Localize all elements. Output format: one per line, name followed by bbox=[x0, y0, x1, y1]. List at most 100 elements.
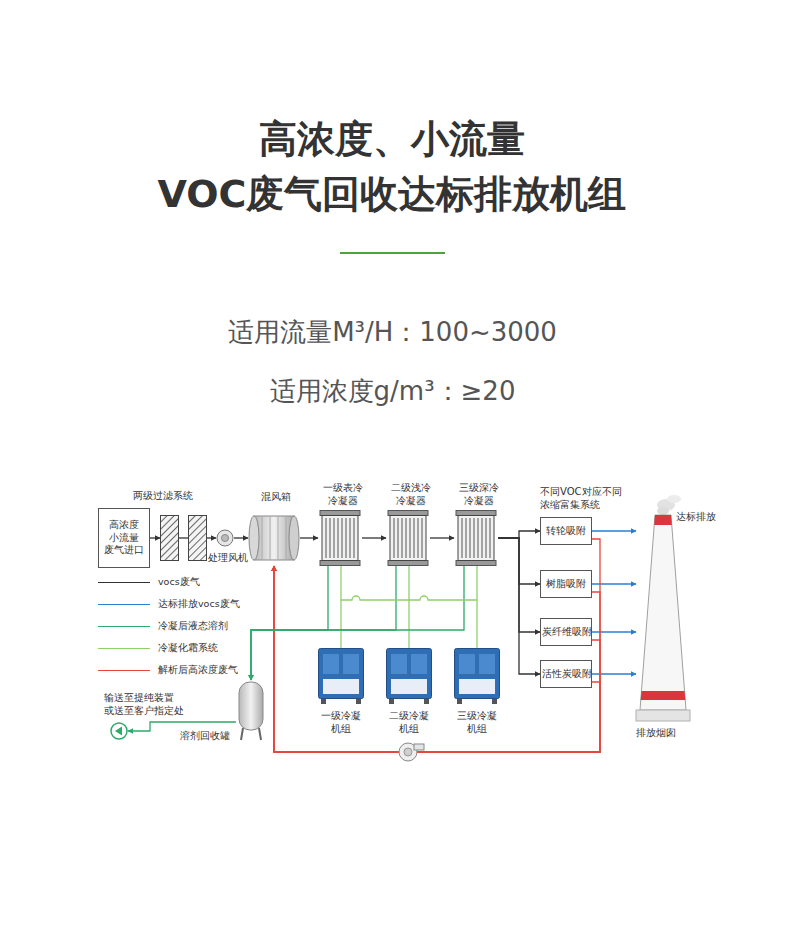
flow-connector bbox=[128, 722, 236, 731]
node-text: 二级冷凝 机组 bbox=[384, 710, 434, 735]
shape-part bbox=[249, 516, 259, 560]
adsorber-box: 炭纤维吸附 bbox=[540, 618, 592, 646]
flow-connector bbox=[251, 566, 328, 680]
shape-part bbox=[490, 518, 491, 558]
node-text: 达标排放 bbox=[676, 511, 720, 524]
shape-part bbox=[319, 649, 364, 699]
condenser: 一级表冷 冷凝器 bbox=[315, 482, 370, 568]
cond-symbol bbox=[386, 510, 430, 566]
spec-line: 适用浓度g/m³：≥20 bbox=[0, 375, 785, 408]
flow-connector bbox=[207, 537, 216, 538]
chiller-symbol bbox=[386, 648, 432, 704]
shape-part bbox=[462, 518, 463, 558]
flow-connector bbox=[592, 530, 636, 531]
shape-part bbox=[343, 654, 359, 674]
shape-part bbox=[241, 728, 243, 740]
inlet-box: 高浓度 小流量 废气进口 bbox=[98, 508, 150, 568]
flow-connector bbox=[592, 673, 636, 674]
legend-text: vocs废气 bbox=[158, 576, 200, 588]
shape-part bbox=[406, 518, 407, 558]
node-text: 活性炭吸附 bbox=[542, 668, 590, 681]
flow-connector bbox=[476, 566, 477, 648]
shape-part bbox=[110, 722, 128, 740]
flow-connector bbox=[234, 537, 248, 538]
shape-part bbox=[318, 510, 362, 566]
shape-part bbox=[390, 516, 426, 561]
flow-connector bbox=[274, 539, 600, 752]
accent-rule bbox=[340, 252, 445, 254]
shape-part bbox=[667, 495, 681, 503]
shape-part bbox=[326, 518, 327, 558]
chiller-symbol bbox=[318, 648, 364, 704]
adsorber-box: 转轮吸附 bbox=[540, 517, 592, 545]
shape-part bbox=[179, 537, 189, 538]
pump-symbol bbox=[110, 722, 128, 740]
shape-part bbox=[398, 518, 399, 558]
cond-symbol bbox=[318, 510, 362, 566]
flow-connector bbox=[498, 538, 540, 674]
fan-symbol bbox=[216, 529, 234, 547]
solvent-tank: 溶剂回收罐 bbox=[180, 676, 270, 742]
filter-symbol bbox=[160, 515, 207, 561]
shape-part bbox=[654, 515, 672, 525]
shape-part bbox=[239, 682, 263, 730]
shape-part bbox=[414, 518, 415, 558]
shape-part bbox=[454, 648, 500, 704]
shape-part bbox=[338, 518, 339, 558]
blower-symbol bbox=[399, 743, 424, 761]
legend-line bbox=[98, 604, 150, 605]
shape-part bbox=[330, 518, 331, 558]
legend-text: 冷凝化霜系统 bbox=[158, 642, 218, 654]
shape-part bbox=[320, 511, 360, 516]
shape-part bbox=[422, 518, 423, 558]
chiller-unit: 一级冷凝 机组 bbox=[316, 648, 366, 742]
shape-part bbox=[248, 510, 300, 566]
page-title: 高浓度、小流量 VOC废气回收达标排放机组 bbox=[132, 112, 652, 222]
shape-part bbox=[334, 518, 335, 558]
shape-part bbox=[270, 516, 271, 560]
group-label: 不同VOC对应不同 浓缩富集系统 bbox=[540, 486, 640, 511]
shape-part bbox=[424, 699, 429, 704]
shape-part bbox=[216, 529, 234, 547]
shape-part bbox=[259, 728, 261, 740]
shape-part bbox=[388, 561, 428, 566]
shape-part bbox=[350, 518, 351, 558]
legend-row: vocs废气 bbox=[98, 576, 268, 590]
shape-part bbox=[492, 699, 497, 704]
flow-connector bbox=[340, 566, 341, 648]
shape-part bbox=[289, 516, 299, 560]
shape-part bbox=[455, 649, 500, 699]
flow-connector bbox=[498, 531, 540, 538]
shape-part bbox=[482, 518, 483, 558]
legend-line bbox=[98, 648, 150, 649]
shape-part bbox=[262, 516, 263, 560]
shape-part bbox=[346, 518, 347, 558]
shape-part bbox=[457, 699, 462, 704]
flow-connector bbox=[274, 566, 600, 752]
shape-part bbox=[389, 699, 394, 704]
shape-part bbox=[320, 561, 360, 566]
flow-connector bbox=[362, 537, 386, 538]
mixer-box: 混风箱 bbox=[246, 488, 306, 568]
shape-part bbox=[278, 516, 279, 560]
node-text: 排放烟囱 bbox=[636, 727, 696, 740]
shape-part bbox=[254, 516, 294, 560]
legend-text: 冷凝后液态溶剂 bbox=[158, 620, 228, 632]
flow-connector bbox=[300, 537, 318, 538]
flow-connector bbox=[251, 566, 396, 680]
shape-part bbox=[115, 727, 122, 736]
shape-part bbox=[410, 518, 411, 558]
node-text: 三级深冷 冷凝器 bbox=[451, 482, 506, 507]
mixer-symbol bbox=[248, 510, 300, 566]
shape-part bbox=[391, 679, 427, 694]
shape-part bbox=[394, 518, 395, 558]
node-text: 混风箱 bbox=[246, 491, 306, 504]
flow-connector bbox=[274, 566, 600, 752]
flow-connector bbox=[592, 631, 636, 632]
chiller-symbol bbox=[454, 648, 500, 704]
shape-part bbox=[458, 516, 494, 561]
shape-part bbox=[636, 495, 690, 722]
shape-part bbox=[323, 654, 339, 674]
flow-connector bbox=[274, 566, 600, 752]
